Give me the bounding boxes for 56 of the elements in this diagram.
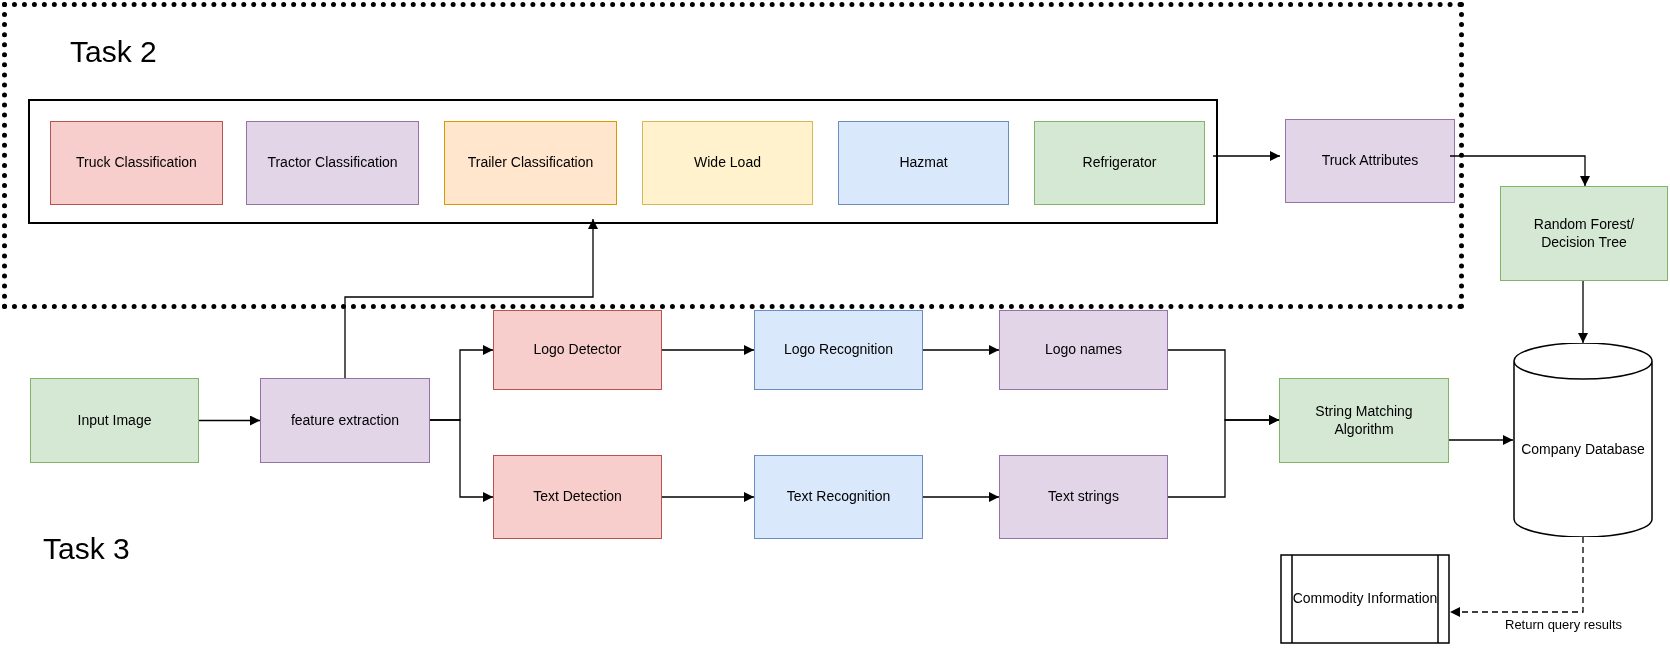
process-box [1500, 186, 1668, 281]
process-box [1279, 378, 1449, 463]
node-label: Text strings [1048, 488, 1119, 506]
group-title: Task 2 [70, 35, 157, 69]
arrow [661, 492, 755, 502]
arrow [429, 419, 494, 502]
arrow [1167, 415, 1280, 498]
process-box [50, 121, 223, 205]
arrow [1449, 536, 1584, 617]
arrow [922, 492, 1000, 502]
process-box [493, 310, 662, 390]
arrow [661, 345, 755, 355]
process-box [838, 121, 1009, 205]
node-label: Company Database [1521, 441, 1645, 459]
node-label: Logo Recognition [784, 341, 893, 359]
process-box [1285, 119, 1455, 203]
process-box [1034, 121, 1205, 205]
edge-label: Return query results [1505, 617, 1623, 632]
arrow [922, 345, 1000, 355]
node-label: feature extraction [290, 411, 400, 430]
database-cylinder [1513, 343, 1653, 537]
node-label: Hazmat [899, 154, 948, 172]
group-box [28, 99, 1218, 224]
process-box [642, 121, 813, 205]
process-box [999, 310, 1168, 390]
process-box [30, 378, 199, 463]
node-label: String Matching Algorithm [1314, 403, 1414, 438]
process-box [754, 310, 923, 390]
arrow [198, 415, 261, 426]
node-label: Tractor Classification [267, 154, 398, 172]
process-box [999, 455, 1168, 539]
node-label: Text Recognition [786, 488, 891, 506]
node-label: Commodity Information [1292, 590, 1438, 608]
arrow [1212, 151, 1281, 161]
node-label: Logo Detector [533, 341, 622, 359]
arrow [1448, 435, 1514, 445]
node-label: Refrigerator [1082, 154, 1157, 172]
arrow [344, 218, 598, 379]
task-group-frame [2, 2, 1464, 309]
section-title: Task 3 [43, 532, 130, 566]
arrow [1578, 280, 1588, 344]
node-label: Wide Load [694, 154, 761, 172]
node-label: Truck Classification [76, 154, 197, 172]
process-box [246, 121, 419, 205]
node-label: Text Detection [533, 488, 622, 506]
arrow [1449, 155, 1590, 187]
process-box [754, 455, 923, 539]
node-label: Logo names [1044, 341, 1123, 359]
process-box [260, 378, 430, 463]
node-label: Trailer Classification [467, 154, 594, 172]
node-label: Input Image [77, 411, 152, 430]
process-box [493, 455, 662, 539]
process-box [444, 121, 617, 205]
node-label: Truck Attributes [1321, 152, 1419, 170]
node-label: Random Forest/ Decision Tree [1532, 216, 1636, 251]
predefined-process-box [1280, 554, 1450, 644]
